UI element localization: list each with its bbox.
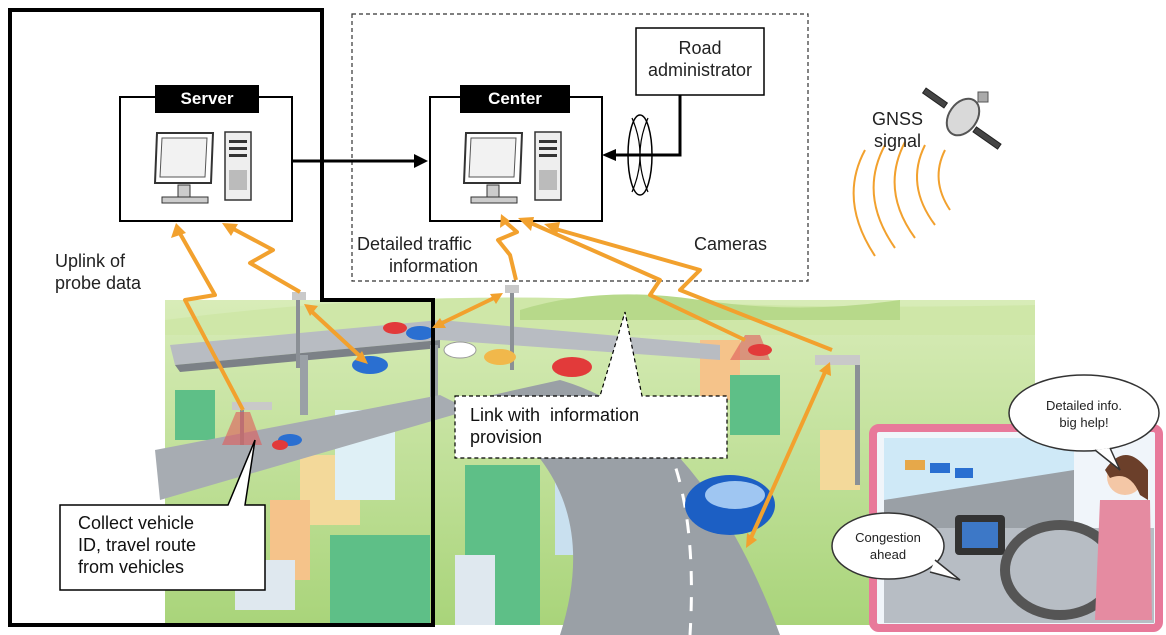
link-info-text: Link with information provision bbox=[470, 405, 640, 447]
center-enclosure bbox=[351, 13, 809, 282]
center-title: Center bbox=[460, 85, 570, 113]
gnss-label: GNSS signal bbox=[872, 109, 924, 151]
cameras-label: Cameras bbox=[694, 234, 768, 254]
road-admin-box bbox=[635, 27, 765, 96]
satellite-icon bbox=[921, 87, 1002, 150]
gnss-waves bbox=[852, 141, 951, 257]
road-admin-label: Road administrator bbox=[647, 38, 753, 80]
in-car-view bbox=[869, 424, 1163, 632]
congestion-bubble: Congestion ahead bbox=[855, 530, 921, 562]
arrow-heads bbox=[171, 214, 831, 548]
detailed-info-bubble: Detailed info. big help! bbox=[1046, 398, 1122, 430]
detailed-traffic-label: Detailed traffic information bbox=[357, 234, 479, 276]
server-enclosure bbox=[8, 8, 435, 627]
uplink-label: Uplink of probe data bbox=[55, 251, 142, 293]
buildings bbox=[175, 340, 860, 625]
communication-arrows bbox=[176, 218, 833, 541]
server-title: Server bbox=[155, 85, 259, 113]
admin-to-center-line bbox=[614, 95, 682, 157]
collect-text: Collect vehicle ID, travel route from ve… bbox=[78, 513, 197, 577]
server-computer-icon bbox=[153, 131, 252, 204]
detailed-info-bubble-shape bbox=[1008, 374, 1160, 452]
link-callout-shape bbox=[454, 311, 728, 459]
congestion-bubble-shape bbox=[831, 512, 945, 580]
collect-callout-shape bbox=[59, 439, 266, 591]
cars bbox=[272, 322, 775, 535]
center-computer-icon bbox=[462, 131, 562, 204]
